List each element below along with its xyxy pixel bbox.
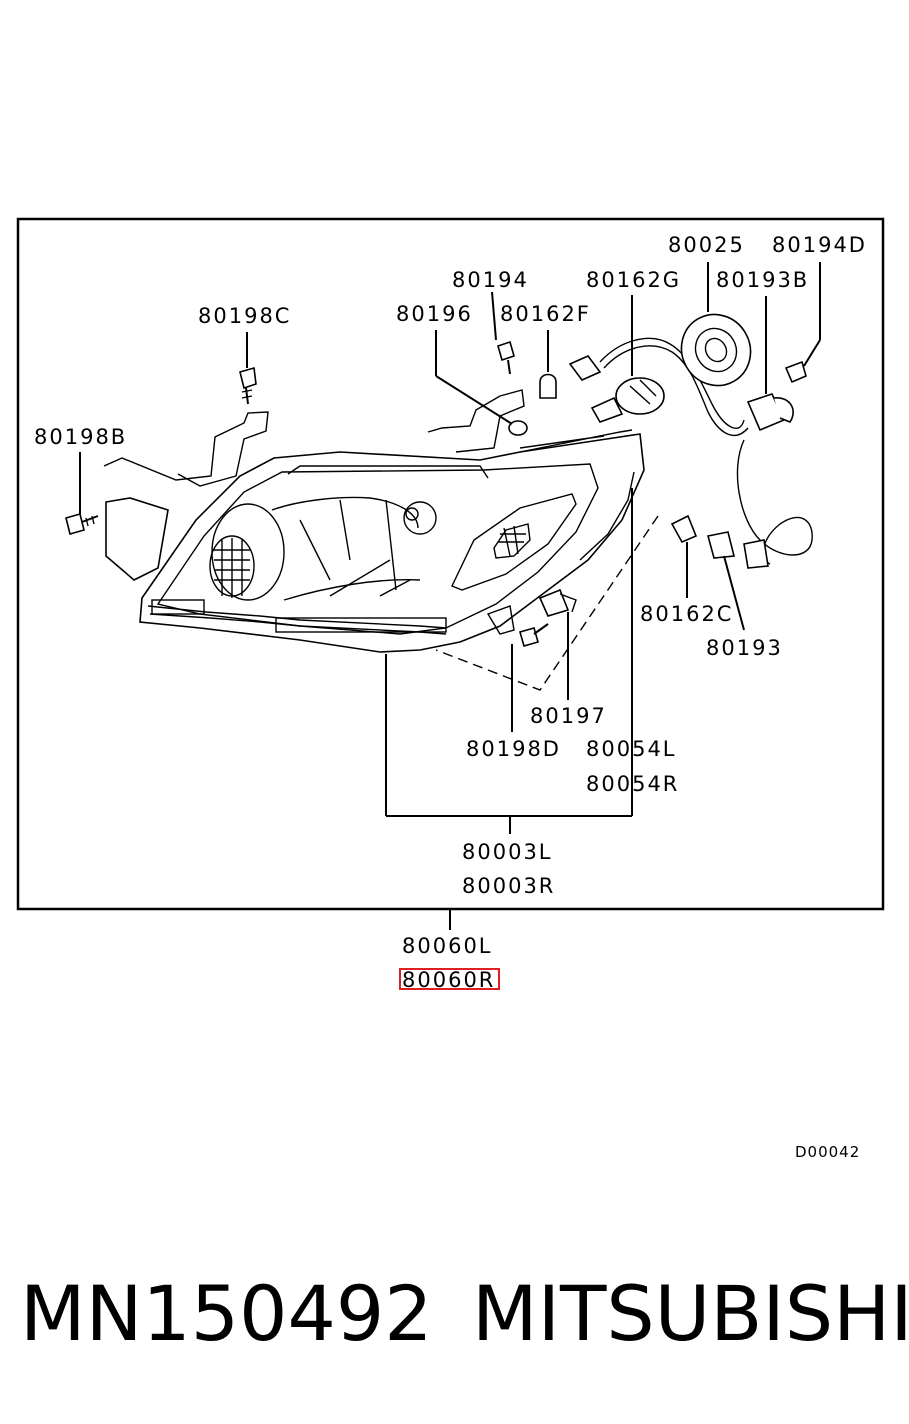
socket-80193: [707, 531, 769, 569]
socket-80193B: [746, 393, 794, 432]
highlight-box-80060R: [399, 968, 500, 990]
label-80198D[interactable]: 80198D: [466, 737, 561, 761]
label-80162F[interactable]: 80162F: [500, 302, 591, 326]
label-80054R[interactable]: 80054R: [586, 772, 679, 796]
label-80193[interactable]: 80193: [706, 636, 783, 660]
fastener-80198D: [519, 623, 549, 647]
label-80197[interactable]: 80197: [530, 704, 607, 728]
label-80162G[interactable]: 80162G: [586, 268, 681, 292]
label-80003L[interactable]: 80003L: [462, 840, 553, 864]
cap-80025: [680, 313, 752, 387]
label-80198B[interactable]: 80198B: [34, 425, 127, 449]
bulb-80162G: [590, 377, 665, 423]
label-80162C[interactable]: 80162C: [640, 602, 733, 626]
bulb-80162C: [670, 514, 698, 544]
fastener-80194D: [784, 360, 807, 384]
diagram-code: D00042: [795, 1143, 860, 1161]
part-labels: 80025 80194D 80194 80162G 80193B 80196 8…: [34, 233, 867, 992]
label-80054L[interactable]: 80054L: [586, 737, 677, 761]
fastener-80194: [497, 340, 515, 375]
label-80193B[interactable]: 80193B: [716, 268, 809, 292]
grommet-80196: [508, 420, 528, 436]
leader-lines: [79, 262, 821, 930]
label-80060L[interactable]: 80060L: [402, 934, 493, 958]
fastener-80198C: [239, 366, 257, 405]
part-number: MN150492: [20, 1269, 433, 1358]
brand-name: MITSUBISHI: [472, 1269, 909, 1358]
headlamp-assembly: [103, 389, 645, 653]
label-80198C[interactable]: 80198C: [198, 304, 291, 328]
label-80003R[interactable]: 80003R: [462, 874, 555, 898]
label-80196[interactable]: 80196: [396, 302, 473, 326]
fastener-80198B: [65, 513, 99, 535]
label-80194D[interactable]: 80194D: [772, 233, 867, 257]
bulb-80197: [538, 588, 577, 617]
label-80194[interactable]: 80194: [452, 268, 529, 292]
bulb-80162F: [539, 373, 557, 399]
label-80025[interactable]: 80025: [668, 233, 745, 257]
